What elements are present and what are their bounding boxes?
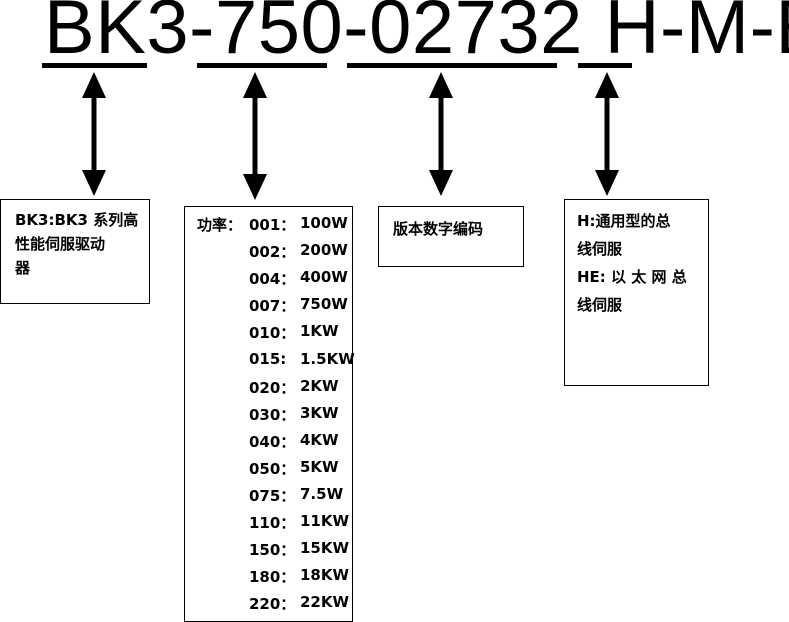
series-underline <box>42 63 147 68</box>
power-row: 015: 1.5KW <box>185 349 355 377</box>
power-value: 3KW <box>300 403 339 422</box>
power-row: 040：4KW <box>185 431 353 458</box>
power-row: 007：750W <box>185 295 353 322</box>
power-value: 400W <box>300 268 348 287</box>
power-row: 220：22KW <box>185 593 353 620</box>
power-code: 050： <box>249 459 296 478</box>
power-value: 4KW <box>300 430 339 449</box>
power-code: 220： <box>249 595 296 614</box>
power-row: 020：2KW <box>185 377 353 404</box>
power-value: 15KW <box>300 539 350 558</box>
power-code: 180： <box>249 568 296 587</box>
power-code: 075： <box>249 487 296 505</box>
power-value: 11KW <box>300 512 350 531</box>
power-value: 1KW <box>300 322 339 341</box>
power-row: 002：200W <box>185 241 353 268</box>
bus-description-box: H:通用型的总 线伺服 HE: 以 太 网 总 线伺服 <box>564 199 709 386</box>
power-code: 110： <box>249 514 296 533</box>
power-row: 功率： 001：100W <box>185 214 353 241</box>
version-description-box: 版本数字编码 <box>378 206 524 267</box>
power-row: 030：3KW <box>185 404 353 431</box>
series-description-box: BK3:BK3 系列高 性能伺服驱动 器 <box>0 199 150 304</box>
series-arrow <box>82 72 106 196</box>
power-code: 010： <box>249 324 296 343</box>
model-number: BK3-750-02732 H-M-E <box>44 0 789 66</box>
bus-line-2: 线伺服 <box>577 240 623 258</box>
series-line-1: BK3:BK3 系列高 <box>15 211 139 229</box>
power-value: 18KW <box>300 566 350 585</box>
version-underline <box>347 63 557 68</box>
power-row: 050：5KW <box>185 458 353 485</box>
power-value: 200W <box>300 241 348 260</box>
bus-line-1: H:通用型的总 <box>577 212 671 230</box>
power-label: 功率： <box>197 216 243 234</box>
power-code: 020： <box>249 378 296 397</box>
power-code: 001： <box>249 216 296 234</box>
power-arrow <box>243 72 267 200</box>
bus-line-4: 线伺服 <box>577 296 623 314</box>
power-row: 180：18KW <box>185 566 353 593</box>
power-value: 7.5W <box>300 485 344 503</box>
power-value: 5KW <box>300 457 339 476</box>
power-value: 2KW <box>300 376 339 395</box>
version-arrow <box>429 72 453 196</box>
model-version: 02732 <box>369 0 583 70</box>
power-value: 750W <box>300 295 348 314</box>
power-value: 100W <box>300 214 348 232</box>
version-text: 版本数字编码 <box>393 220 484 238</box>
model-separator: - <box>343 0 370 70</box>
power-row: 110：11KW <box>185 512 353 539</box>
power-code: 007： <box>249 297 296 316</box>
power-row: 150：15KW <box>185 539 353 566</box>
power-underline <box>197 63 327 68</box>
model-suffix: -M-E <box>659 0 789 70</box>
model-bus: H <box>604 0 660 70</box>
bus-underline <box>578 63 632 68</box>
model-separator: - <box>189 0 215 70</box>
power-code: 040： <box>249 432 296 451</box>
power-code: 015: <box>249 349 287 368</box>
power-value: 1.5KW <box>300 349 355 368</box>
power-code: 004： <box>249 270 296 289</box>
power-row: 004：400W <box>185 268 353 295</box>
power-code: 030： <box>249 405 296 424</box>
power-value: 22KW <box>300 593 350 612</box>
model-power: 750 <box>214 0 344 70</box>
power-code: 150： <box>249 541 296 560</box>
power-row: 075：7.5W <box>185 485 353 512</box>
bus-arrow <box>595 72 619 196</box>
model-series: BK3 <box>44 0 190 70</box>
series-line-3: 器 <box>15 259 31 277</box>
power-row: 010：1KW <box>185 322 353 349</box>
bus-line-3: HE: 以 太 网 总 <box>577 268 687 286</box>
series-line-2: 性能伺服驱动 <box>15 235 106 253</box>
power-code: 002： <box>249 243 296 262</box>
